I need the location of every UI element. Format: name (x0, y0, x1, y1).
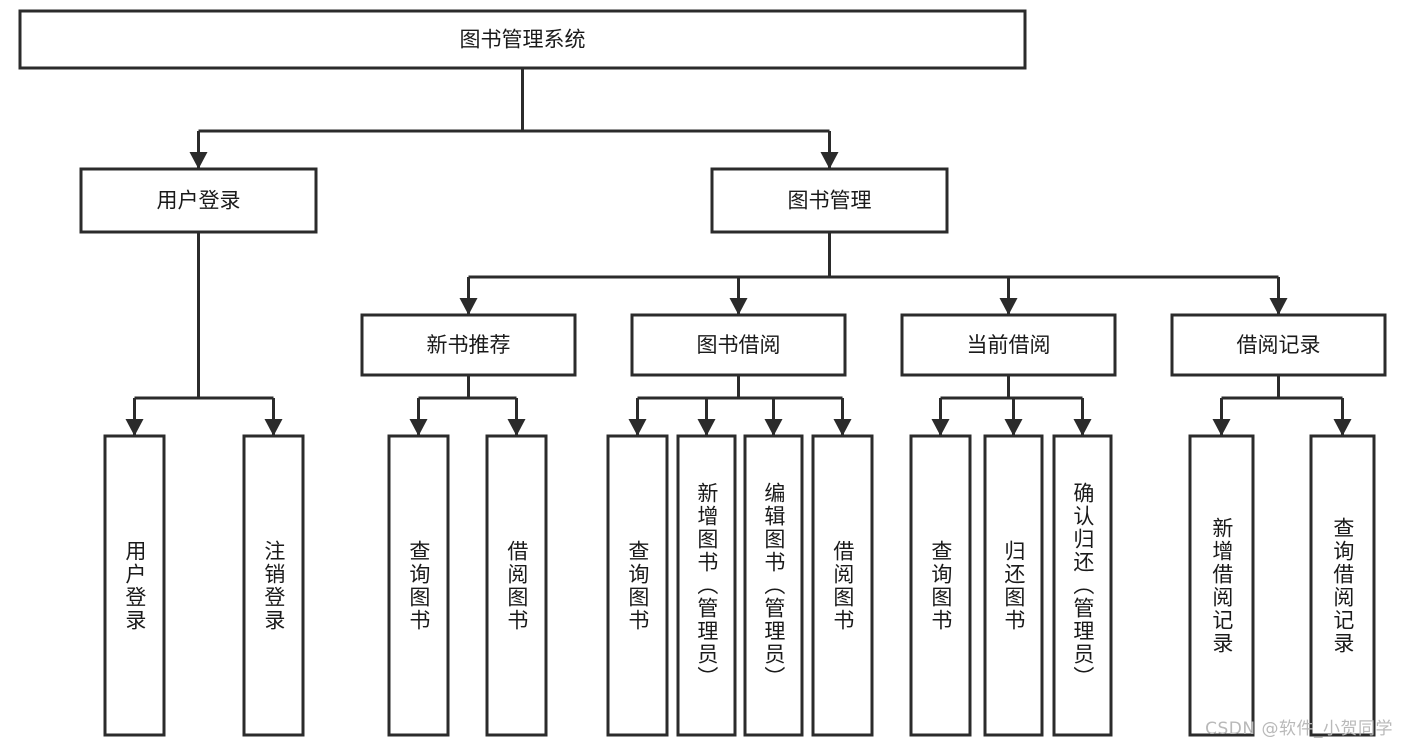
arrow-head-icon (409, 419, 428, 436)
arrow-head-icon (729, 298, 748, 315)
arrow-head-icon (1269, 298, 1288, 315)
node-label-root: 图书管理系统 (460, 28, 586, 52)
arrow-head-icon (697, 419, 716, 436)
arrow-head-icon (1212, 419, 1231, 436)
arrow-head-icon (189, 152, 208, 169)
arrow-head-icon (820, 152, 839, 169)
arrow-head-icon (764, 419, 783, 436)
node-label-borrow-record: 借阅记录 (1237, 333, 1321, 357)
node-box-leaf-return-book[interactable] (983, 434, 1044, 737)
node-box-leaf-edit-book[interactable] (743, 434, 804, 737)
arrow-head-icon (507, 419, 526, 436)
arrow-head-icon (628, 419, 647, 436)
connector-layer (125, 68, 1352, 436)
watermark-text: CSDN @软件_小贺同学 (1205, 719, 1393, 739)
node-label-book-manage: 图书管理 (788, 189, 872, 213)
node-box-leaf-confirm-return[interactable] (1052, 434, 1113, 737)
node-box-leaf-query-record[interactable] (1309, 434, 1376, 737)
node-box-layer (18, 9, 1387, 737)
node-box-book-borrow[interactable] (630, 313, 847, 377)
arrow-head-icon (125, 419, 144, 436)
arrow-head-icon (1073, 419, 1092, 436)
arrow-head-icon (999, 298, 1018, 315)
node-box-leaf-add-book[interactable] (676, 434, 737, 737)
arrow-head-icon (459, 298, 478, 315)
arrow-head-icon (1333, 419, 1352, 436)
node-box-leaf-borrow-book-1[interactable] (485, 434, 548, 737)
node-box-borrow-record[interactable] (1170, 313, 1387, 377)
node-label-book-borrow: 图书借阅 (697, 333, 781, 357)
node-box-leaf-add-record[interactable] (1188, 434, 1255, 737)
node-box-leaf-query-book-2[interactable] (606, 434, 669, 737)
node-box-new-book-recommend[interactable] (360, 313, 577, 377)
node-box-user-login[interactable] (79, 167, 318, 234)
node-box-leaf-query-book-3[interactable] (909, 434, 972, 737)
node-label-current-borrow: 当前借阅 (967, 333, 1051, 357)
node-box-leaf-logout-login[interactable] (242, 434, 305, 737)
node-box-book-manage[interactable] (710, 167, 949, 234)
node-label-user-login: 用户登录 (157, 189, 241, 213)
arrow-head-icon (264, 419, 283, 436)
node-box-leaf-query-book-1[interactable] (387, 434, 450, 737)
arrow-head-icon (833, 419, 852, 436)
arrow-head-icon (931, 419, 950, 436)
node-box-current-borrow[interactable] (900, 313, 1117, 377)
node-box-leaf-user-login[interactable] (103, 434, 166, 737)
node-label-new-book-recommend: 新书推荐 (427, 333, 511, 357)
node-box-leaf-borrow-book-2[interactable] (811, 434, 874, 737)
arrow-head-icon (1004, 419, 1023, 436)
node-box-root[interactable] (18, 9, 1027, 70)
